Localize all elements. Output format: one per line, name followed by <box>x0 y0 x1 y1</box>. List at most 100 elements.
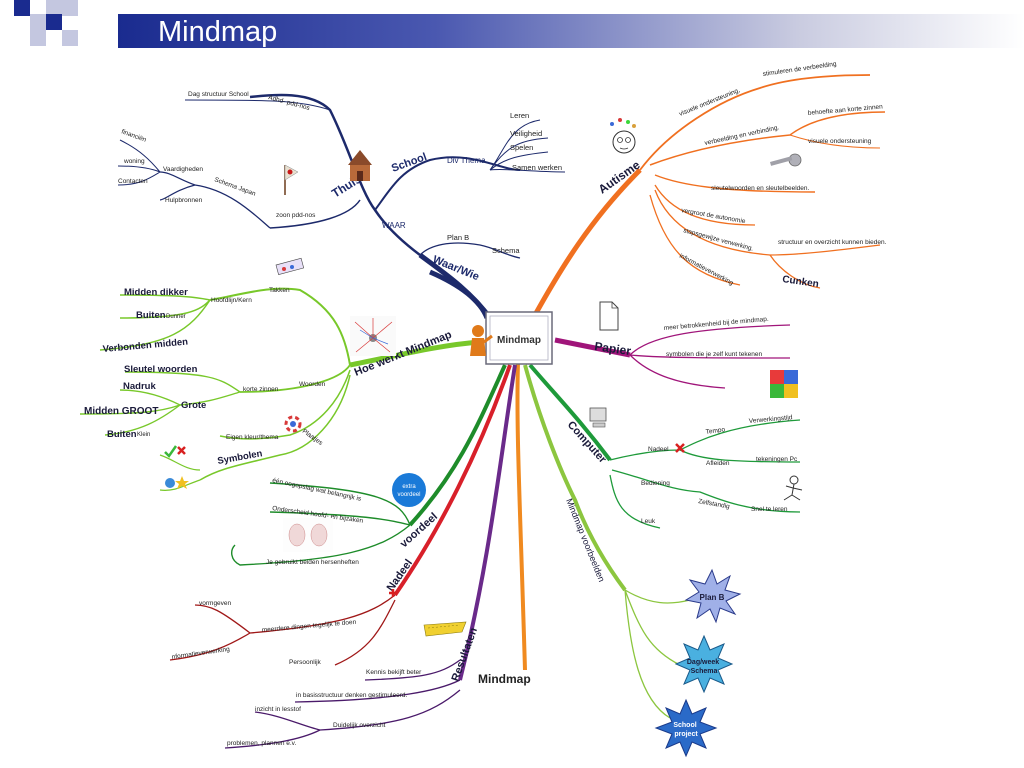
mindmap-thumbnail-icon <box>350 316 396 356</box>
resultaten-item: Kennis bekijft beter <box>366 669 422 676</box>
hoewerkt-item: Midden GROOT <box>84 406 158 417</box>
branch-line <box>117 139 161 186</box>
branch-line <box>649 111 886 166</box>
branch-line <box>458 364 517 681</box>
branch-label-resultaten: Resultaten <box>450 626 481 683</box>
branch-line <box>224 689 461 749</box>
slide-header: Mindmap <box>0 0 1024 48</box>
branch-line <box>609 419 801 461</box>
hoewerkt-item: korte zinnen <box>243 386 279 393</box>
hoewerkt-item: Hoofdlijn/Kern <box>211 297 252 304</box>
thuis-item: woning <box>123 158 145 165</box>
person-figure-icon <box>470 325 493 356</box>
branch-line <box>393 364 512 597</box>
thuis-item: Vaardigheden <box>163 166 203 173</box>
deco-square <box>46 0 62 16</box>
computer-item: Leuk <box>641 518 656 525</box>
resultaten-item: problemen, plannen e.v. <box>227 740 296 747</box>
star-schema <box>674 634 734 694</box>
computer-item: Snel te leren <box>751 506 788 513</box>
thuis-item: Contacten <box>118 178 148 185</box>
branch-line <box>269 199 361 229</box>
branch-line <box>629 324 791 389</box>
color-wheel-icon <box>284 415 302 433</box>
branch-line <box>194 184 271 229</box>
branch-label-waar: WAAR <box>382 221 406 230</box>
resultaten-item: Duidelijk overzicht <box>333 722 386 729</box>
hoewerkt-item: Grote <box>181 400 206 411</box>
star-icon <box>175 476 189 489</box>
autisme-item: structuur en overzicht kunnen bieden. <box>778 239 887 246</box>
branch-line <box>374 156 521 211</box>
hoewerkt-item: Verbonden midden <box>102 337 188 355</box>
branch-line <box>159 171 196 201</box>
center-node-label: Mindmap <box>497 335 541 346</box>
deco-square <box>14 0 30 16</box>
branch-line <box>294 659 461 703</box>
autisme-item: stapsgewijze verwerking. <box>682 227 754 253</box>
hoewerkt-item: Buiten <box>107 429 137 440</box>
branch-line <box>554 337 631 358</box>
autisme-item-cunken: Cunken <box>782 274 820 290</box>
autisme-item: stimuleren de verbeelding <box>762 61 837 78</box>
branch-line <box>99 294 211 351</box>
waarwie-item: Schema <box>492 246 520 255</box>
computer-item: Nadeel <box>648 446 669 453</box>
school-item: Samen werken <box>512 163 562 172</box>
autisme-item: visuele ondersteuning, <box>678 87 741 118</box>
branch-line <box>334 599 396 666</box>
footer-label: Mindmap <box>478 672 531 686</box>
resultaten-item: in basisstructuur denken gestimuleerd. <box>296 692 407 699</box>
deco-square <box>30 30 46 46</box>
checkmark-icon <box>164 445 178 458</box>
nadeel-item: Persoonlijk <box>289 659 322 666</box>
star-label: School project <box>673 722 698 738</box>
branch-line <box>219 369 351 440</box>
thuis-item: Dag structuur School <box>188 91 249 98</box>
autisme-item: sleutelwoorden en sleutelbeelden. <box>711 185 809 192</box>
deco-square <box>62 30 78 46</box>
svg-text:voordeel: voordeel <box>397 492 420 498</box>
puzzle-icon <box>770 370 798 398</box>
hoewerkt-item: Nadruk <box>123 381 156 392</box>
branch-line <box>408 364 507 527</box>
star-plan-b <box>684 568 742 624</box>
computer-item: Afleiden <box>706 460 730 467</box>
nadeel-item: nformatieverwerking <box>171 646 230 661</box>
running-person-icon <box>783 475 803 501</box>
branch-line <box>789 134 881 149</box>
hoewerkt-item: Dunner <box>166 314 186 320</box>
branch-line <box>654 189 881 256</box>
hoewerkt-item: Buiten <box>136 310 166 321</box>
measuring-tape-icon <box>423 621 467 637</box>
nadeel-item: vormgeven <box>199 600 232 607</box>
branch-label-papier: Papier <box>594 339 633 358</box>
branch-line <box>429 269 490 320</box>
branch-line <box>184 99 331 111</box>
branch-line <box>159 454 201 491</box>
autisme-item: informatieverwerking <box>678 253 735 288</box>
cross-icon <box>675 443 685 453</box>
branch-line <box>639 74 871 171</box>
branch-line <box>231 482 411 566</box>
slide-title: Mindmap <box>158 16 278 48</box>
branch-line <box>654 174 816 193</box>
branch-line <box>769 254 821 289</box>
house-icon <box>348 150 372 181</box>
branch-label-div-thema: Div Thema <box>447 156 486 165</box>
thuis-item: zoon pdd-nos <box>276 212 316 219</box>
hoewerkt-item: Woorden <box>299 381 326 388</box>
branch-line <box>79 389 181 436</box>
computer-item: Zelfstandig <box>698 498 731 510</box>
paper-icon <box>599 301 619 331</box>
autisme-item: visuele ondersteuning <box>808 138 872 145</box>
computer-item: Tempo <box>705 426 726 436</box>
thuis-item: financiën <box>120 128 147 144</box>
hoewerkt-item: Eigen kleur/thema <box>226 434 279 441</box>
branch-line <box>199 374 351 481</box>
branch-line <box>209 287 351 366</box>
branch-label-voorbeelden: Mindmap voorbeelden <box>564 497 607 583</box>
title-bar <box>118 14 1024 48</box>
cross-icon <box>177 446 186 455</box>
